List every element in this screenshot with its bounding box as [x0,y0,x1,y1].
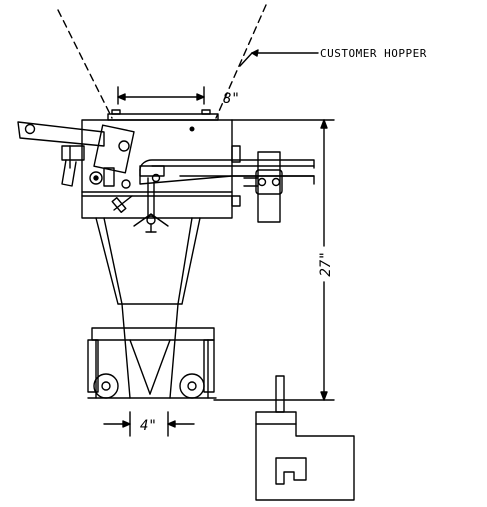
bottom-opening-dimension [103,411,195,437]
discharge-assembly [87,303,217,399]
actuator-arm [133,159,315,233]
top-opening-dimension [117,86,205,105]
height-dimension [213,119,335,401]
height-dimension-label: 27" [318,251,334,276]
lower-cone [95,217,201,305]
guide-rail [243,151,283,223]
customer-hopper-outline [57,4,267,119]
hopper-callout-leader [239,49,319,67]
receiving-container [255,375,355,501]
top-flange [107,109,219,121]
top-opening-dimension-label: 8" [223,91,240,107]
customer-hopper-label: CUSTOMER HOPPER [320,47,427,60]
operating-handle [17,121,135,187]
bottom-opening-dimension-label: 4" [140,418,157,434]
linkage-assembly [89,167,133,213]
valve-body [81,119,241,219]
